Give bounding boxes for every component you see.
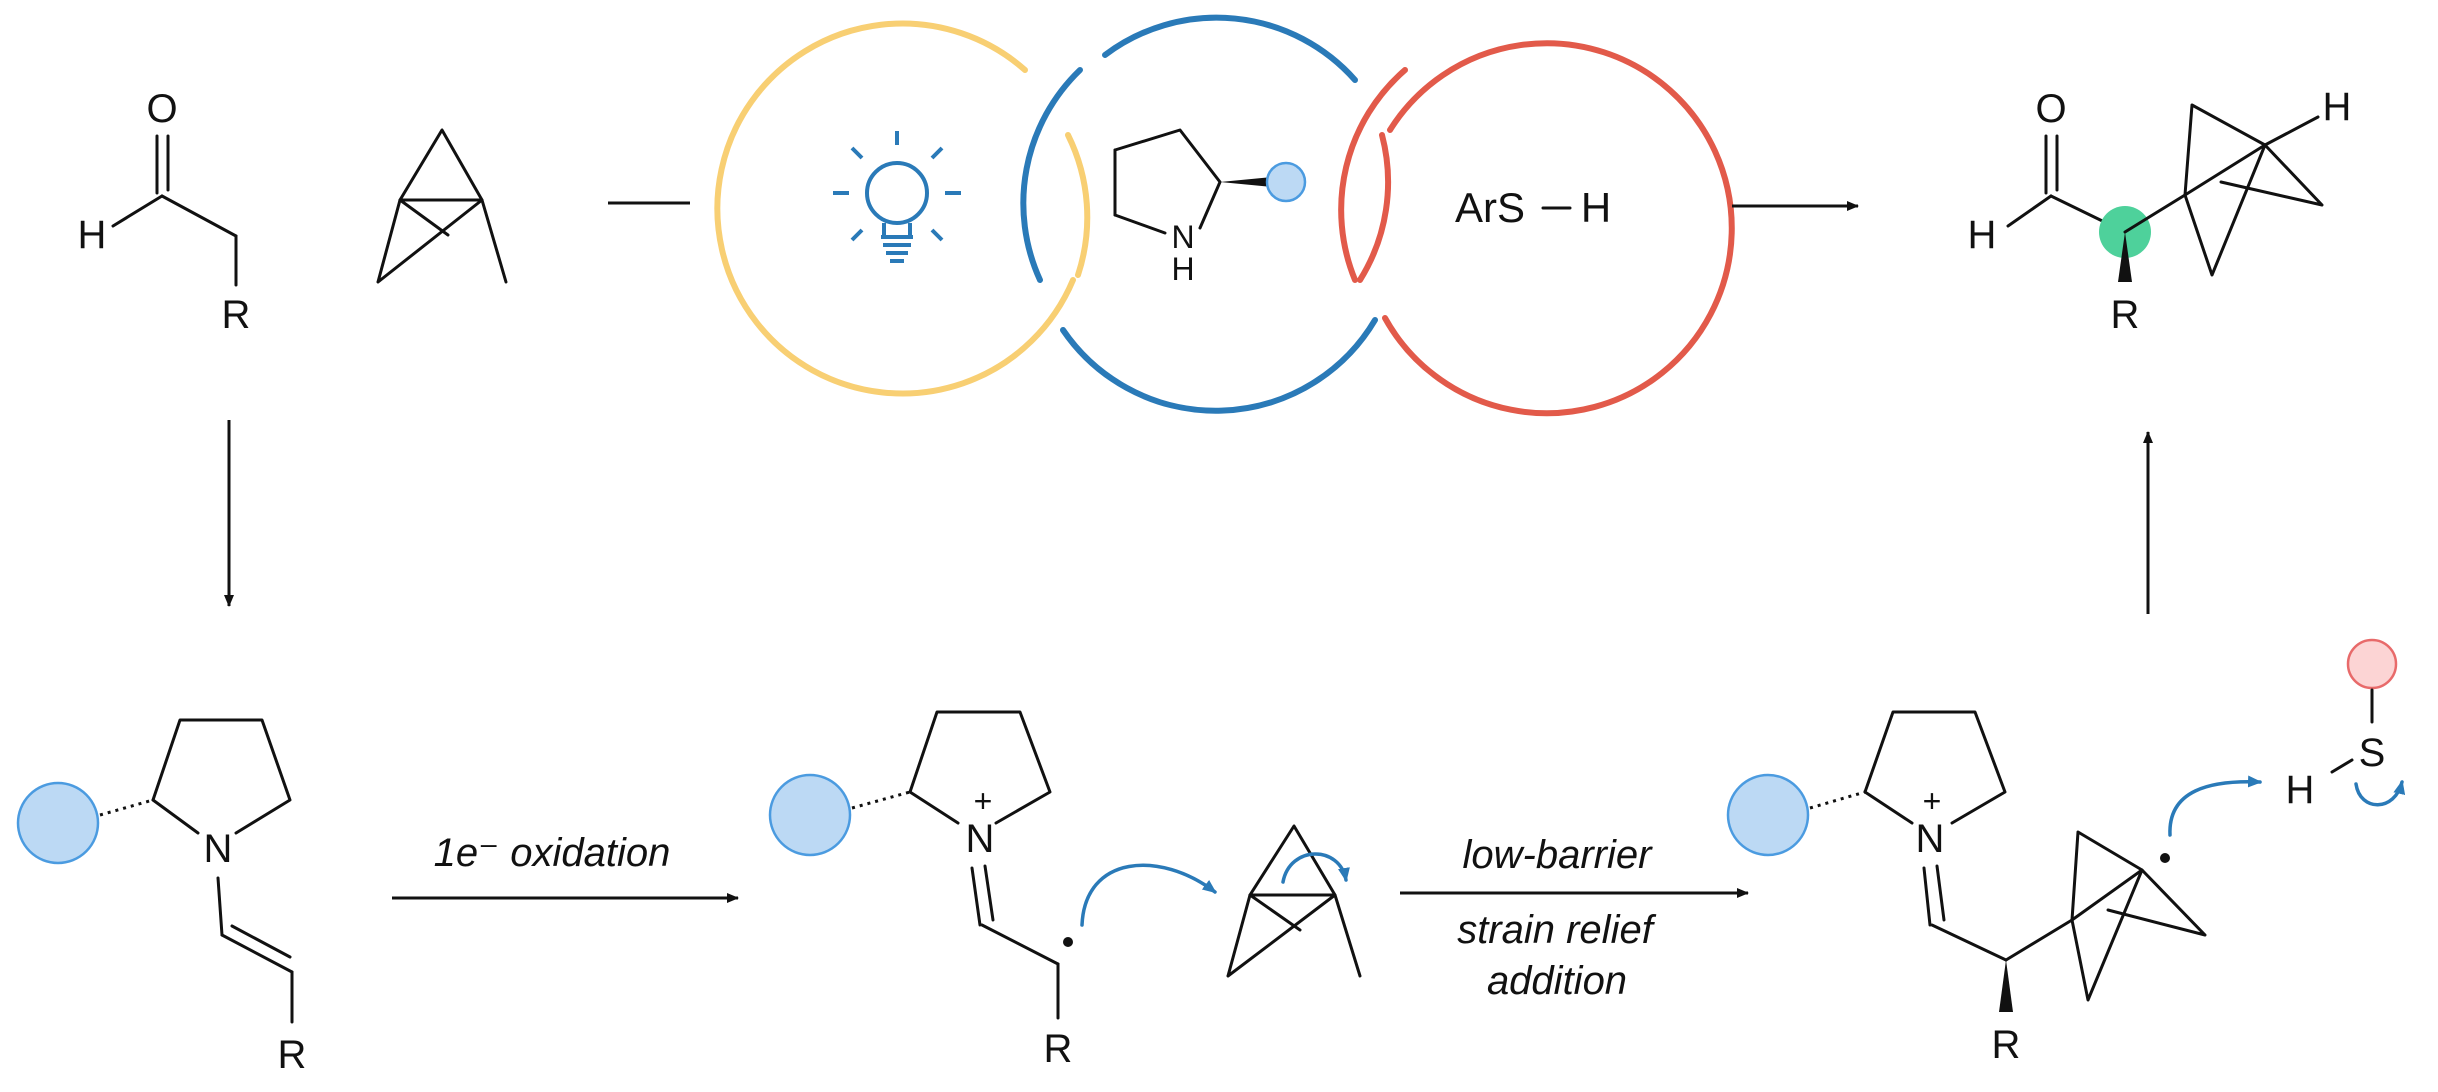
hat-ring-inner-arc <box>1357 132 1392 283</box>
lightbulb-icon <box>833 131 961 263</box>
adduct-r-label: R <box>1992 1023 2021 1067</box>
adduct-catalyst-marker <box>1726 773 1810 857</box>
sh-homolysis-curly-arrow <box>2354 780 2406 807</box>
product-oxygen-label: O <box>2035 87 2066 131</box>
photocatalyst-ring <box>714 20 1076 397</box>
adduct-nitrogen-label: N <box>1916 817 1945 861</box>
radical-cation-r-label: R <box>1044 1027 1073 1071</box>
radical-cation-nitrogen-label: N <box>966 817 995 861</box>
radical-addition-curly-arrow <box>1080 863 1217 927</box>
thiol-hydrogen-label-bottom: H <box>2286 768 2315 812</box>
radical-cation-intermediate: N + R <box>768 710 1217 1071</box>
photocatalyst-ring-inner-arc <box>1065 132 1091 278</box>
bond-cleavage-curly-arrow <box>1281 852 1350 884</box>
adduct-radical-dot <box>2160 853 2170 863</box>
catalyst-marker <box>1265 161 1307 203</box>
organocatalyst-ring-top <box>1102 14 1358 83</box>
enamine-r-label: R <box>278 1033 307 1077</box>
aldehyde-r-label: R <box>222 293 251 337</box>
catalyst-nitrogen-label: N <box>1171 219 1194 255</box>
addition-step-label-line1: low-barrier <box>1463 833 1654 877</box>
hat-ring-outer <box>1382 40 1735 417</box>
addition-step-label-line3: addition <box>1487 959 1627 1003</box>
product-r-label: R <box>2111 293 2140 337</box>
organocatalyst-ring <box>1020 67 1083 283</box>
bicyclobutane-reagent <box>376 128 508 284</box>
radical-cation-charge-label: + <box>974 783 993 819</box>
enamine-intermediate: N R <box>16 718 307 1077</box>
hat-curly-arrow <box>2168 775 2262 837</box>
oxidation-step-label: 1e⁻ oxidation <box>434 831 671 875</box>
thiol-hydrogen-label: H <box>1581 184 1611 231</box>
radical-dot <box>1063 937 1073 947</box>
adduct-radical-intermediate: N + R <box>1726 710 2262 1067</box>
enamine-nitrogen-label: N <box>204 827 233 871</box>
bicyclobutane-bottom <box>1226 824 1362 978</box>
thiol-reagent: S H <box>2286 638 2406 812</box>
organocatalyst-ring-bottom <box>1060 317 1378 414</box>
hat-ring <box>1338 67 1408 283</box>
aldehyde-oxygen-label: O <box>146 87 177 131</box>
aldehyde-hydrogen-label: H <box>78 213 107 257</box>
arylthiol-label: ArS <box>1455 184 1525 231</box>
thiol-hat-catalyst: ArS H <box>1455 184 1611 231</box>
radical-cation-catalyst-marker <box>768 773 852 857</box>
pyrrolidine-catalyst: N H <box>1113 128 1307 287</box>
aldehyde-substrate: O H R <box>78 87 251 337</box>
thiol-sulfur-label: S <box>2359 731 2386 775</box>
product-molecule: O H R H <box>1968 85 2352 337</box>
bridgehead-hydrogen-label: H <box>2323 85 2352 129</box>
thiol-aryl-marker <box>2346 638 2398 690</box>
catalyst-ring-system: N H ArS H <box>714 14 1735 417</box>
adduct-charge-label: + <box>1923 783 1942 819</box>
enamine-catalyst-marker <box>16 781 100 865</box>
catalyst-nh-hydrogen-label: H <box>1171 251 1194 287</box>
addition-step-label-line2: strain relief <box>1457 908 1657 952</box>
product-hydrogen-label: H <box>1968 213 1997 257</box>
